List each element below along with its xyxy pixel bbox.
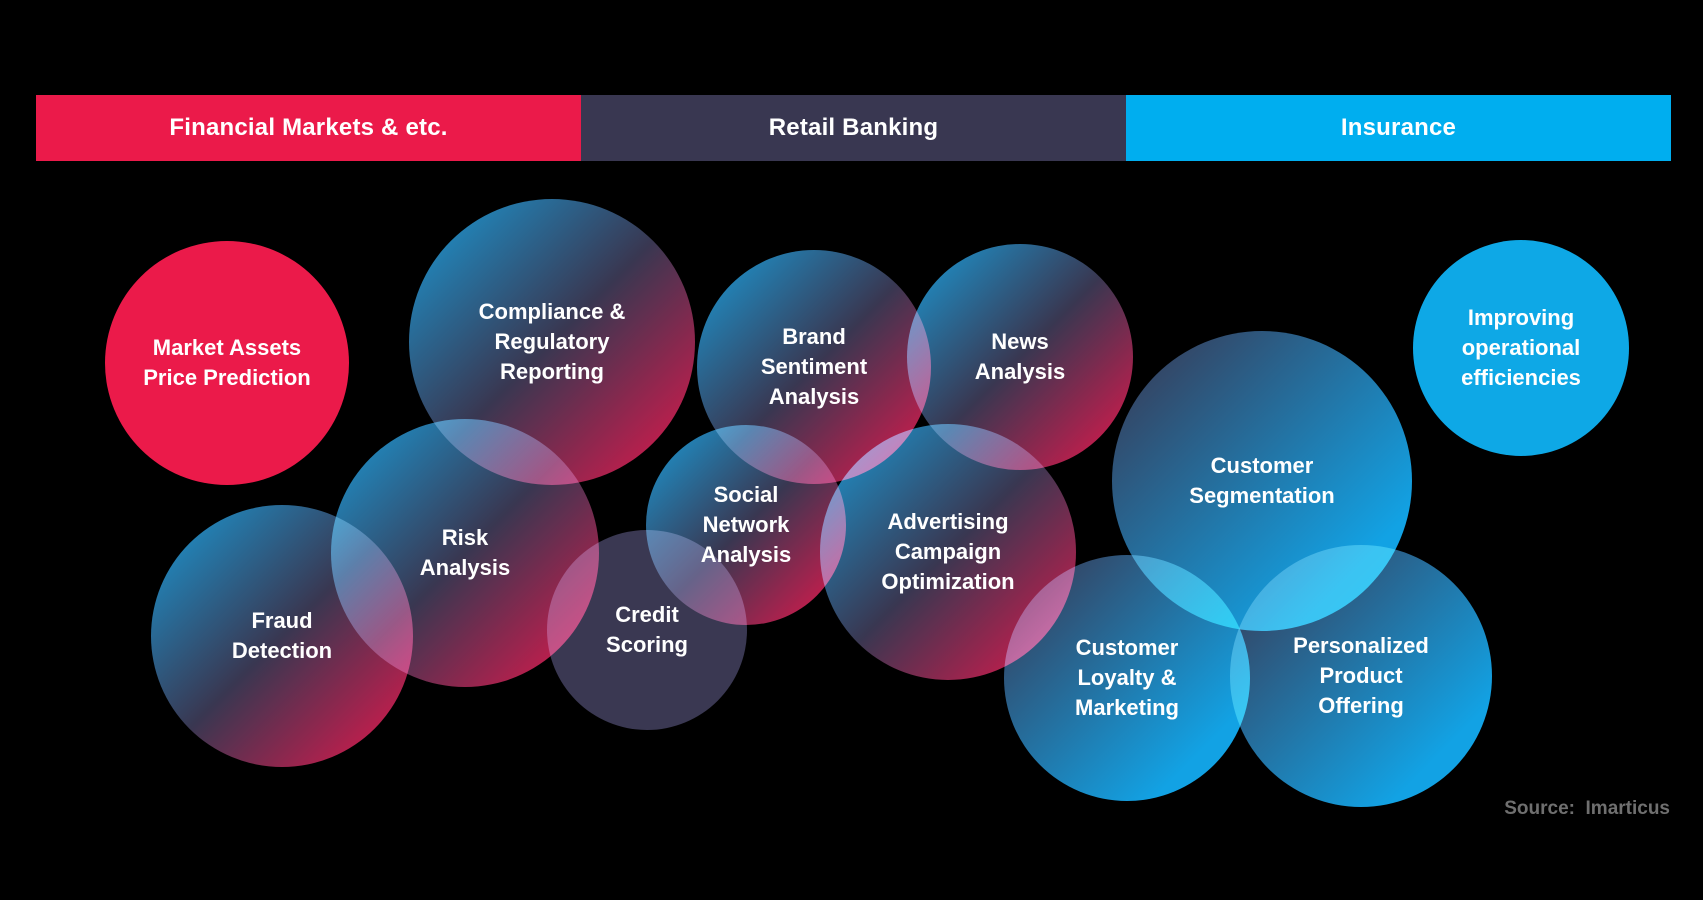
bubble-label: Market Assets Price Prediction bbox=[143, 335, 311, 390]
bubble-market-assets-price-prediction: Market Assets Price Prediction bbox=[105, 241, 349, 485]
bubble-label: Personalized Product Offering bbox=[1293, 633, 1429, 718]
bubble-label: Fraud Detection bbox=[231, 608, 333, 663]
legend-financial-markets-label: Financial Markets & etc. bbox=[169, 114, 448, 141]
bubble-label: Improving operational efficiencies bbox=[1461, 305, 1581, 390]
bubble-label: Customer Segmentation bbox=[1189, 453, 1335, 508]
bubble-personalized-product-offering: Personalized Product Offering bbox=[1230, 545, 1492, 807]
legend-financial-markets: Financial Markets & etc. bbox=[36, 95, 581, 161]
bubble-label: Credit Scoring bbox=[606, 602, 688, 657]
legend-insurance-label: Insurance bbox=[1340, 114, 1457, 141]
bubble-label: News Analysis bbox=[974, 329, 1066, 384]
bubble-label: Compliance & Regulatory Reporting bbox=[478, 299, 626, 384]
source-credit: Source: Imarticus bbox=[1504, 798, 1670, 819]
legend-retail-banking: Retail Banking bbox=[581, 95, 1126, 161]
legend-insurance: Insurance bbox=[1126, 95, 1671, 161]
bubble-label: Brand Sentiment Analysis bbox=[760, 324, 868, 409]
bubble-label: Customer Loyalty & Marketing bbox=[1075, 635, 1179, 720]
bubble-improving-operational-efficiencies: Improving operational efficiencies bbox=[1413, 240, 1629, 456]
bubble-fraud-detection: Fraud Detection bbox=[151, 505, 413, 767]
bubble-label: Risk Analysis bbox=[419, 525, 511, 580]
bubble-customer-loyalty-marketing: Customer Loyalty & Marketing bbox=[1004, 555, 1250, 801]
bubble-credit-scoring: Credit Scoring bbox=[547, 530, 747, 730]
bubble-label: Advertising Campaign Optimization bbox=[881, 509, 1015, 594]
legend-retail-banking-label: Retail Banking bbox=[768, 114, 939, 141]
